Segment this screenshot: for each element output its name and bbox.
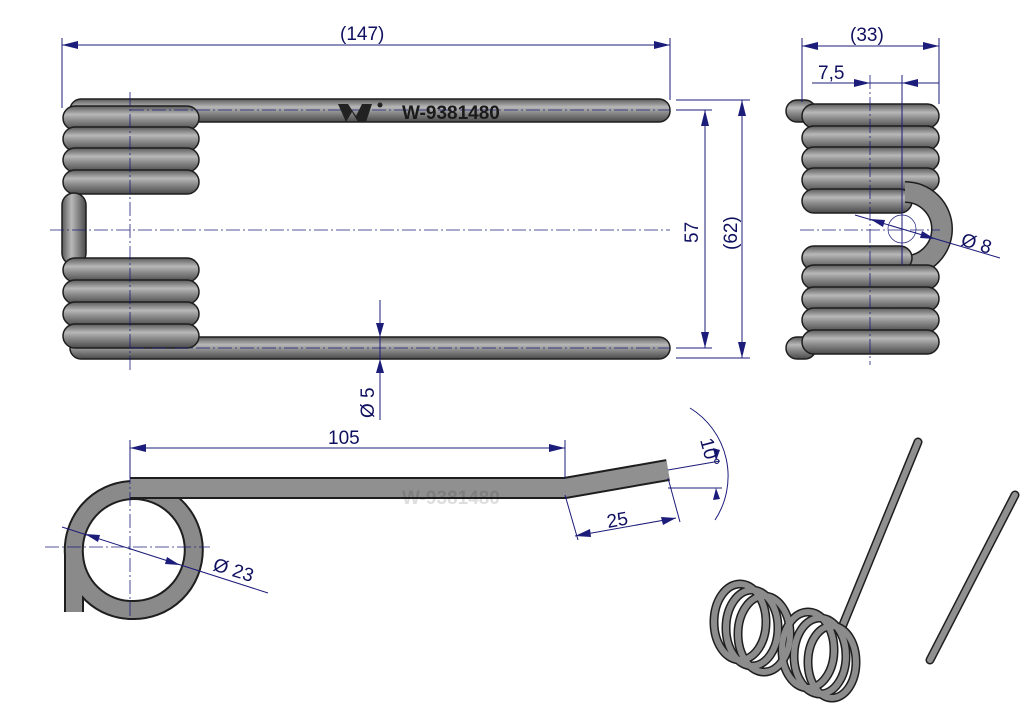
isometric-view (709, 437, 1020, 703)
dimension-label: (147) (340, 24, 384, 45)
logo (338, 102, 383, 122)
dimension-label: 25 (605, 509, 629, 533)
dimension-label: 7,5 (818, 63, 844, 84)
dimension-overall-length: (147) (61, 24, 671, 108)
top-view: W-9381480 Ø 23 105 25 10° (45, 407, 729, 621)
dimension-label: (33) (850, 25, 884, 46)
front-view: W-9381480 (50, 92, 671, 370)
dimension-label: (62) (721, 216, 742, 250)
part-number: W-9381480 (402, 103, 500, 124)
dimension-wire-diameter: Ø 5 (358, 300, 384, 420)
side-view: Ø 8 (33) 7,5 (785, 25, 1001, 365)
front-coils-top (62, 105, 200, 195)
part-number-hidden: W-9381480 (402, 488, 500, 509)
dimension-label: 57 (682, 222, 703, 243)
dimension-label: Ø 5 (358, 387, 379, 418)
dimension-label: Ø 8 (959, 230, 994, 259)
dimension-label: 105 (328, 428, 360, 449)
front-coils-bottom (62, 257, 200, 349)
dimension-heights: 57 (62) (676, 99, 750, 359)
center-loop (61, 192, 87, 266)
